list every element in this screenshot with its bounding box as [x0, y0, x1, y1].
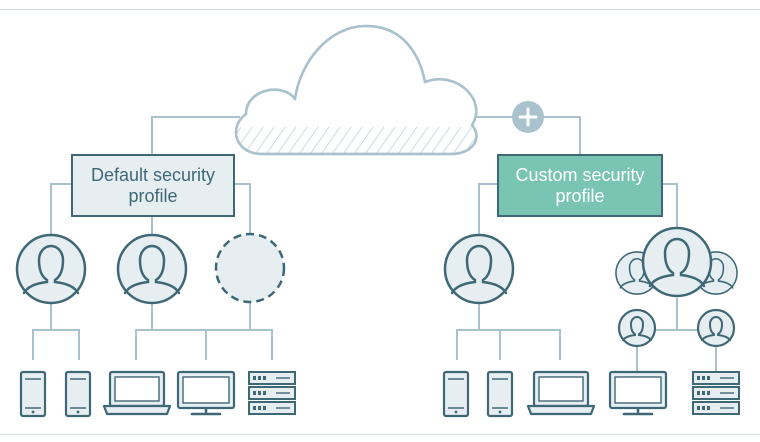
user-group-icon	[615, 226, 738, 298]
empty-user-slot-icon	[214, 232, 286, 304]
mobile-phone-icon	[486, 370, 514, 418]
mobile-phone-icon	[19, 370, 47, 418]
mobile-phone-icon	[64, 370, 92, 418]
laptop-icon	[526, 370, 596, 416]
default-profile-label: Default security profile	[90, 164, 216, 206]
user-avatar-icon	[15, 233, 87, 305]
desktop-monitor-icon	[176, 370, 236, 416]
server-rack-icon	[692, 371, 740, 415]
user-avatar-icon	[443, 233, 515, 305]
plus-icon[interactable]	[512, 101, 544, 133]
custom-profile-label: Custom security profile	[515, 164, 645, 206]
cloud-icon	[234, 24, 478, 156]
user-avatar-icon	[617, 308, 657, 348]
user-avatar-icon	[116, 233, 188, 305]
user-avatar-icon	[696, 308, 736, 348]
custom-security-profile-box: Custom security profile	[497, 154, 663, 217]
mobile-phone-icon	[442, 370, 470, 418]
server-rack-icon	[248, 371, 296, 415]
default-security-profile-box: Default security profile	[71, 154, 235, 217]
laptop-icon	[102, 370, 172, 416]
desktop-monitor-icon	[608, 370, 668, 416]
